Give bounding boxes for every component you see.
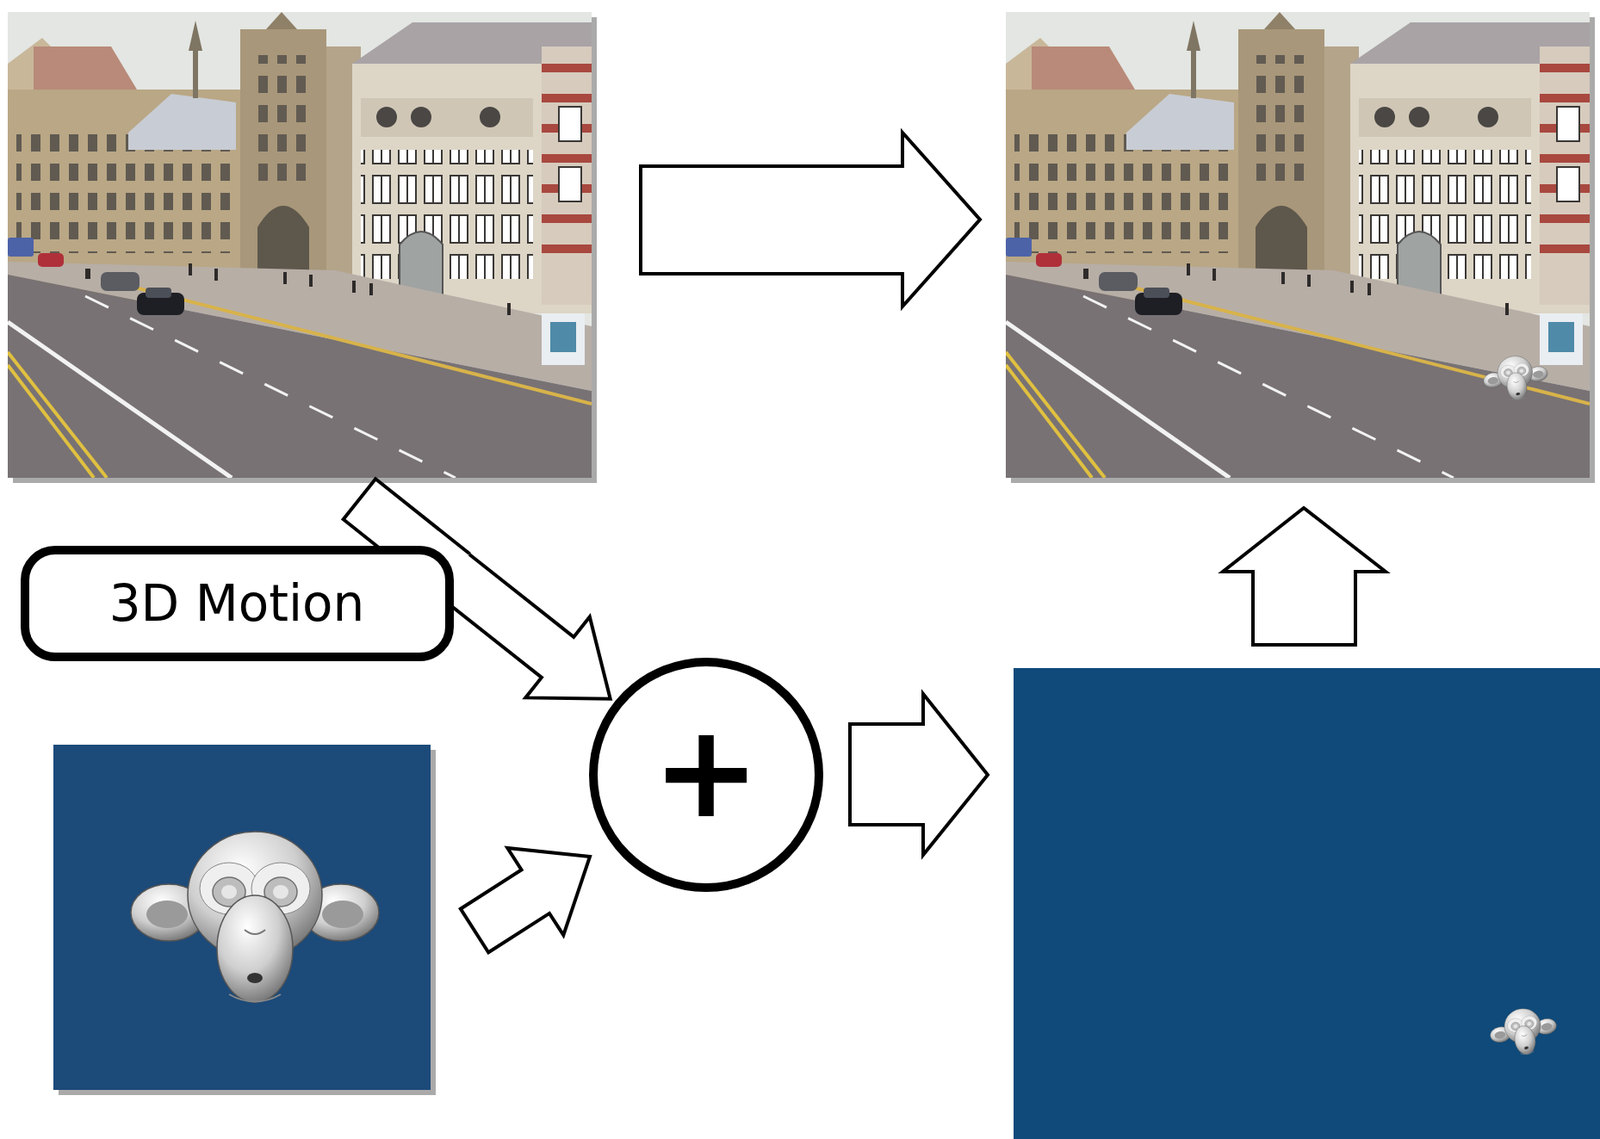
node-label: + [651,706,761,837]
hollow-arrow [437,554,611,700]
label-box: 3D Motion [20,545,454,662]
sum-circle: + [589,657,824,893]
node-label: 3D Motion [109,578,366,629]
